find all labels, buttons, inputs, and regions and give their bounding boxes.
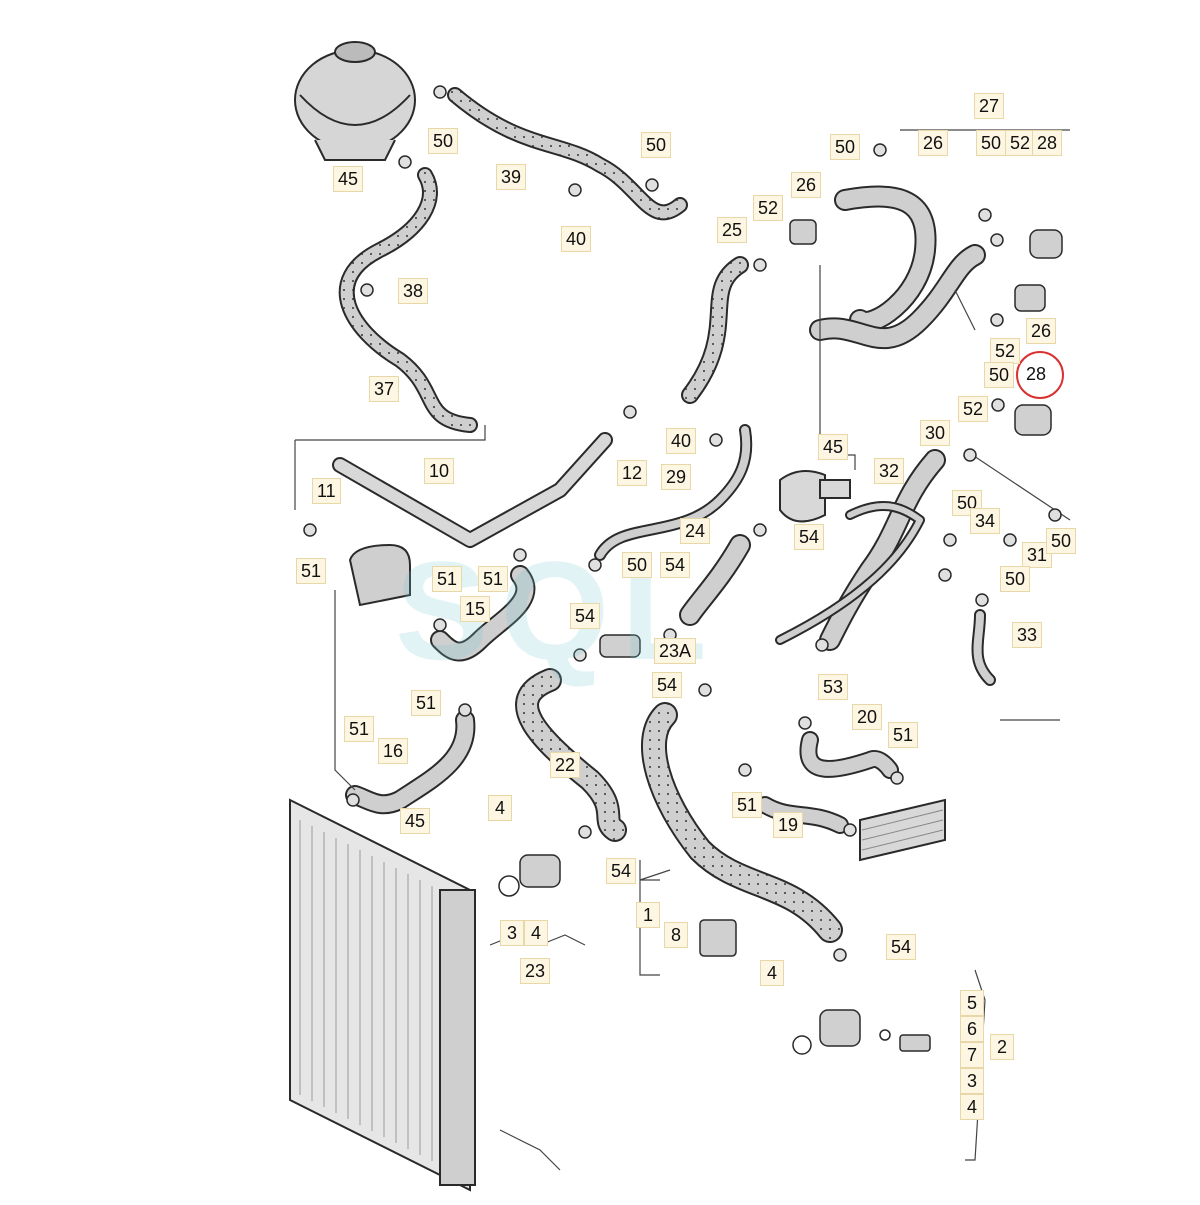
part-label-26: 26 [918, 130, 949, 156]
part-label-27: 27 [974, 93, 1005, 119]
part-label-52: 52 [958, 396, 989, 422]
part-label-32: 32 [874, 458, 905, 484]
part-label-26: 26 [791, 172, 822, 198]
part-label-50: 50 [830, 134, 861, 160]
part-label-45: 45 [333, 166, 364, 192]
part-label-31: 31 [1022, 542, 1053, 568]
part-label-8: 8 [664, 922, 688, 948]
part-label-16: 16 [378, 738, 409, 764]
part-label-3: 3 [500, 920, 524, 946]
part-label-38: 38 [398, 278, 429, 304]
part-label-51: 51 [296, 558, 327, 584]
part-label-51: 51 [411, 690, 442, 716]
part-label-30: 30 [920, 420, 951, 446]
expansion-tank [294, 41, 416, 161]
part-label-50: 50 [428, 128, 459, 154]
part-label-39: 39 [496, 164, 527, 190]
part-label-19: 19 [773, 812, 804, 838]
part-label-4: 4 [488, 795, 512, 821]
part-label-45: 45 [818, 434, 849, 460]
part-label-52: 52 [1005, 130, 1036, 156]
part-label-54: 54 [886, 934, 917, 960]
part-label-52: 52 [990, 338, 1021, 364]
part-label-20: 20 [852, 704, 883, 730]
part-label-50: 50 [641, 132, 672, 158]
part-label-4: 4 [524, 920, 548, 946]
part-label-40: 40 [666, 428, 697, 454]
highlight-circle-28 [1016, 351, 1064, 399]
part-label-51: 51 [732, 792, 763, 818]
part-label-25: 25 [717, 217, 748, 243]
part-label-2: 2 [990, 1034, 1014, 1060]
part-label-12: 12 [617, 460, 648, 486]
part-label-7: 7 [960, 1042, 984, 1068]
oil-cooler [859, 798, 946, 862]
part-label-3: 3 [960, 1068, 984, 1094]
part-label-45: 45 [400, 808, 431, 834]
part-label-54: 54 [652, 672, 683, 698]
part-label-23: 23 [520, 958, 551, 984]
thermostat-housing [779, 470, 851, 523]
part-label-34: 34 [970, 508, 1001, 534]
part-label-5: 5 [960, 990, 984, 1016]
part-label-1: 1 [636, 902, 660, 928]
part-label-51: 51 [432, 566, 463, 592]
reservoir-15 [348, 543, 411, 607]
part-label-10: 10 [424, 458, 455, 484]
part-label-54: 54 [606, 858, 637, 884]
part-label-51: 51 [888, 722, 919, 748]
part-label-53: 53 [818, 674, 849, 700]
part-label-22: 22 [550, 752, 581, 778]
clamps [303, 85, 1062, 962]
part-label-4: 4 [760, 960, 784, 986]
part-label-54: 54 [794, 524, 825, 550]
part-label-51: 51 [344, 716, 375, 742]
part-label-50: 50 [1046, 528, 1077, 554]
part-label-51: 51 [478, 566, 509, 592]
radiator [289, 798, 476, 1192]
part-label-50: 50 [976, 130, 1007, 156]
part-label-6: 6 [960, 1016, 984, 1042]
part-label-15: 15 [460, 596, 491, 622]
part-label-54: 54 [660, 552, 691, 578]
part-label-24: 24 [680, 518, 711, 544]
part-label-54: 54 [570, 603, 601, 629]
part-label-40: 40 [561, 226, 592, 252]
part-label-23A: 23A [654, 638, 697, 664]
part-label-50: 50 [1000, 566, 1031, 592]
part-label-26: 26 [1026, 318, 1057, 344]
part-label-50: 50 [984, 362, 1015, 388]
fittings [498, 219, 1063, 1055]
part-label-50: 50 [622, 552, 653, 578]
part-label-29: 29 [661, 464, 692, 490]
part-label-52: 52 [753, 195, 784, 221]
part-label-28: 28 [1032, 130, 1063, 156]
part-label-33: 33 [1012, 622, 1043, 648]
part-label-28-highlighted: 28 [1026, 364, 1047, 384]
part-label-37: 37 [369, 376, 400, 402]
part-label-11: 11 [312, 478, 341, 504]
part-label-4: 4 [960, 1094, 984, 1120]
